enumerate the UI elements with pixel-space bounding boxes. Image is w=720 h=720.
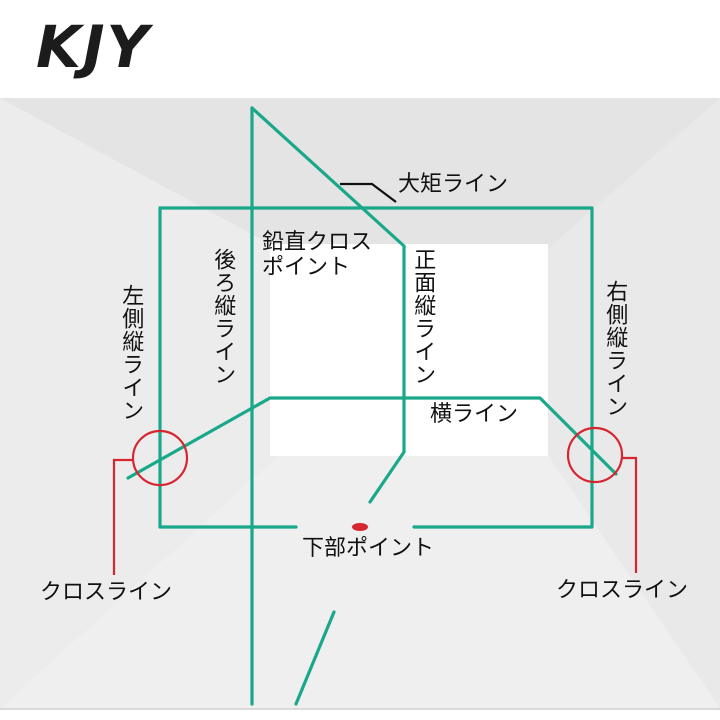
label-back-vertical-line: 後ろ縦ライン (210, 248, 236, 386)
right-cross-circle (566, 426, 624, 484)
label-bottom-point: 下部ポイント (302, 536, 435, 561)
label-ceiling-line: 大矩ライン (398, 172, 509, 197)
ceiling-label-leader (340, 182, 397, 203)
label-cross-line-right: クロスライン (556, 578, 689, 603)
right-cross-leader (622, 456, 638, 573)
label-right-vertical-line: 右側縦ライン (602, 280, 628, 418)
left-wall-surface (0, 98, 278, 708)
brand-logo: KJY (36, 13, 151, 81)
label-horizontal-line: 横ライン (428, 402, 521, 428)
left-cross-leader (112, 458, 133, 575)
diagonal-cross-line (250, 106, 406, 504)
label-plumb-cross-point: 鉛直クロス ポイント (262, 230, 373, 281)
label-front-vertical-line: 正面縦ライン (410, 248, 436, 386)
label-cross-line-left: クロスライン (40, 580, 173, 605)
floor-diagonal-line (294, 610, 336, 706)
left-cross-circle (131, 429, 189, 487)
floor-surface (0, 455, 720, 708)
horizontal-line (126, 396, 618, 480)
ceiling-surface (0, 98, 720, 248)
label-left-vertical-line: 左側縦ライン (118, 284, 144, 422)
bottom-point-dot (352, 523, 368, 531)
